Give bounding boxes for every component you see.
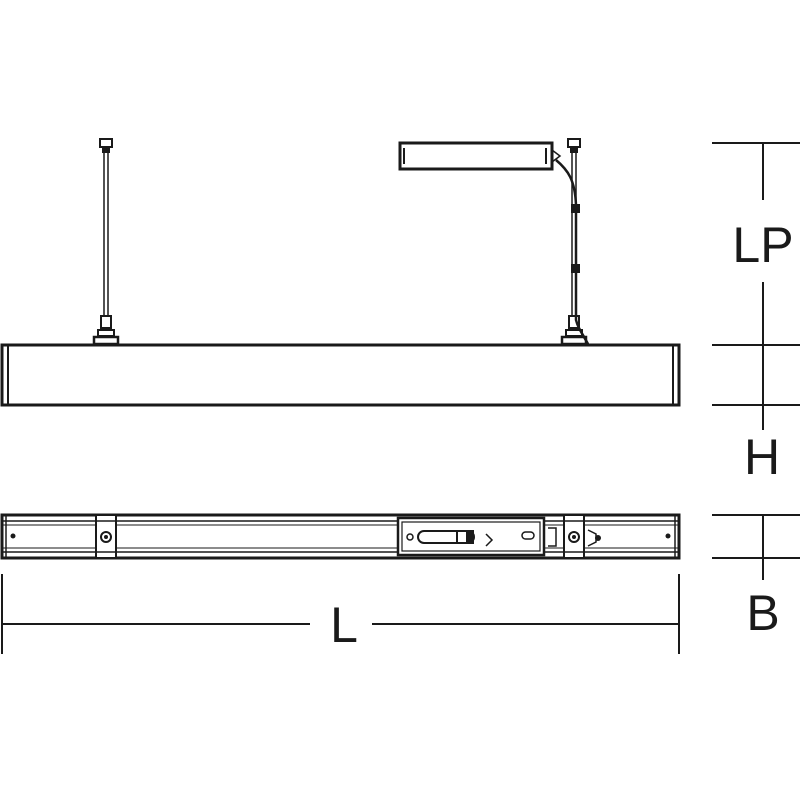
luminaire-body bbox=[0, 343, 681, 407]
ceiling-driver-box bbox=[398, 141, 562, 171]
power-cable bbox=[555, 159, 590, 345]
right-mounting-bracket bbox=[548, 514, 601, 559]
side-view bbox=[0, 138, 681, 407]
dimension-label-lp: LP bbox=[732, 217, 793, 273]
plan-view bbox=[0, 513, 681, 560]
dimension-lp: LP bbox=[712, 142, 800, 345]
left-mounting-bracket bbox=[95, 514, 117, 559]
dimension-label-l: L bbox=[330, 597, 358, 653]
dimension-h: H bbox=[712, 344, 800, 485]
dimension-label-b: B bbox=[746, 585, 779, 641]
connection-box bbox=[396, 516, 546, 557]
left-suspension-wire bbox=[92, 138, 120, 346]
dimension-b: B bbox=[712, 514, 800, 641]
dimension-label-h: H bbox=[744, 429, 780, 485]
dimension-l: L bbox=[1, 574, 680, 654]
